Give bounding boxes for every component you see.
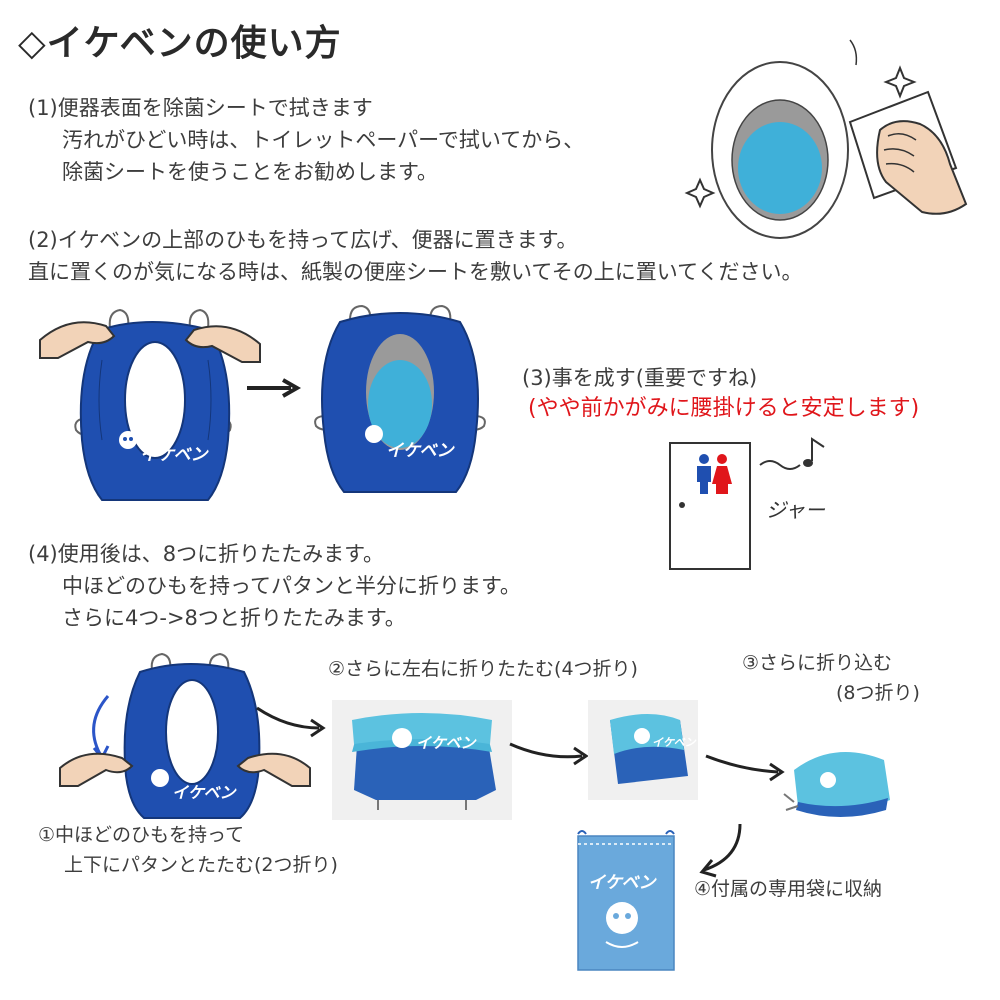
music-note-icon [759,437,825,470]
brand-logo-text: イケベン [172,783,238,802]
brand-logo-text: イケベン [416,734,478,752]
step4-line2: 中ほどのひもを持ってパタンと半分に折ります。 [62,574,521,598]
down-arrow-icon [699,823,742,878]
male-restroom-icon [697,454,711,494]
fold-final-photo [783,752,890,817]
step3-line1: (3)事を成す(重要ですね) [522,366,758,390]
step4-line3: さらに4つ->8つと折りたたみます。 [62,606,406,630]
right-arrow-icon [705,754,785,782]
cover-held-illustration: イケベン [39,308,261,501]
right-arrow-icon [256,706,326,738]
fold-arrow-icon [92,695,110,761]
step1-line2: 汚れがひどい時は、トイレットペーパーで拭いてから、 [62,128,585,152]
page-title: ◇イケベンの使い方 [18,23,342,64]
brand-logo-text: イケベン [588,873,657,893]
step2-line1: (2)イケベンの上部のひもを持って広げ、便器に置きます。 [28,228,578,252]
seat-cover [79,321,231,501]
brand-logo-text: イケベン [652,736,697,749]
hand-icon [59,752,134,787]
step1-line1: (1)便器表面を除菌シートで拭きます [28,96,373,120]
hand-icon [876,120,968,215]
toilet-wipe-illustration [684,39,968,239]
right-arrow-icon [247,378,302,398]
brand-logo-text: イケベン [140,445,209,465]
hand-icon [39,321,116,359]
step2-line2: 直に置くのが気になる時は、紙製の便座シートを敷いてその上に置いてください。 [28,260,803,284]
brand-logo-text: イケベン [386,441,455,461]
fold-step1-label-line2: 上下にパタンとたたむ(2つ折り) [64,854,338,876]
sparkle-icon [883,65,917,99]
fold-step2-label: ②さらに左右に折りたたむ(4つ折り) [328,658,638,680]
flush-sound-text: ジャー [766,498,825,522]
sparkle-icon [684,177,716,209]
step1-line3: 除菌シートを使うことをお勧めします。 [62,160,438,184]
hand-icon [184,325,261,363]
female-restroom-icon [712,454,732,494]
right-arrow-icon [509,742,589,766]
hand-icon [236,752,311,787]
fold-step1-label-line1: ①中ほどのひもを持って [38,824,245,846]
restroom-door-illustration [669,437,825,570]
fold-step2-photo: イケベン [332,700,512,820]
step3-line2-warning: (やや前かがみに腰掛けると安定します) [528,396,920,421]
fold-step3-photo: イケベン [588,700,698,800]
cover-on-toilet-illustration: イケベン [314,304,486,493]
storage-bag-photo: イケベン [577,830,675,971]
fold-step3-label-line2: (8つ折り) [836,682,920,704]
fold-step4-label: ④付属の専用袋に収納 [694,878,883,900]
toilet-seat [711,61,849,239]
fold-step3-label-line1: ③さらに折り込む [742,652,893,674]
door-knob [679,502,685,508]
brand-logo: イケベン [119,431,209,465]
fold-step1-illustration: イケベン [59,652,311,819]
step4-line1: (4)使用後は、8つに折りたたみます。 [28,542,385,566]
